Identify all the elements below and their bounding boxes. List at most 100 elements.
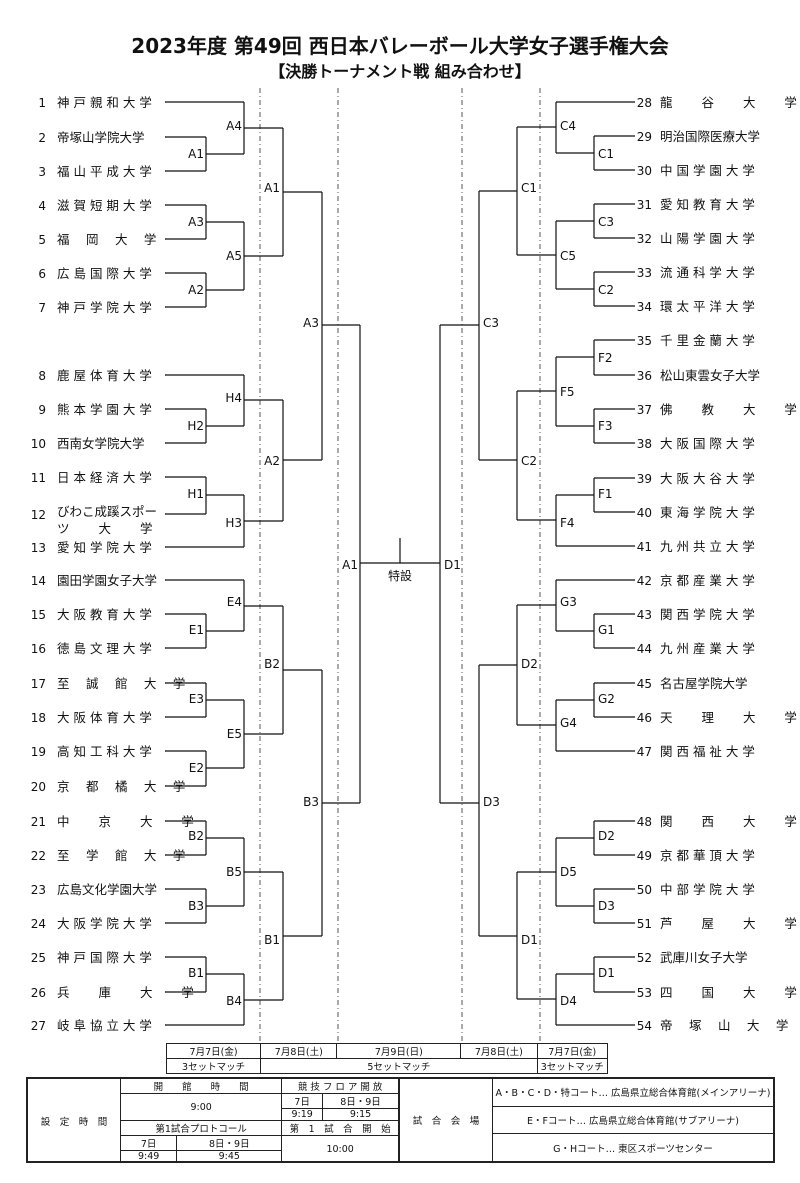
team-name: 大 阪 教 育 大 学	[57, 607, 152, 622]
team-number: 1	[38, 96, 46, 110]
team-name: 関 西 大 学	[660, 814, 797, 829]
team-name: 千 里 金 蘭 大 学	[660, 333, 755, 348]
protocol-day2: 8日・9日	[176, 1135, 283, 1151]
match-label: A1	[342, 558, 358, 572]
match-label: C2	[521, 454, 537, 468]
team-name: 龍 谷 大 学	[660, 95, 797, 110]
team-number: 19	[31, 745, 46, 759]
match-label: D3	[598, 899, 615, 913]
team-number: 17	[31, 677, 46, 691]
team-name: 帝 塚 山 大 学	[660, 1018, 788, 1033]
team-number: 31	[637, 198, 652, 212]
team-number: 49	[637, 849, 652, 863]
match-label: A1	[264, 181, 280, 195]
team-name: 山 陽 学 園 大 学	[660, 231, 755, 246]
team-number: 39	[637, 472, 652, 486]
team-name: 京 都 橘 大 学	[57, 779, 185, 794]
match-label: B5	[226, 865, 242, 879]
final-court-label: 特設	[388, 568, 412, 583]
team-number: 33	[637, 266, 652, 280]
team-number: 16	[31, 642, 46, 656]
team-name: 愛 知 学 院 大 学	[57, 540, 152, 555]
team-number: 28	[637, 96, 652, 110]
team-name: 至 学 館 大 学	[57, 848, 185, 863]
schedule-date-center: 7月9日(日)	[336, 1043, 462, 1059]
match-label: C1	[521, 181, 537, 195]
team-number: 8	[38, 369, 46, 383]
team-number: 24	[31, 917, 46, 931]
match-label: F5	[560, 385, 575, 399]
team-name: 中 国 学 園 大 学	[660, 163, 755, 178]
team-number: 43	[637, 608, 652, 622]
match-label: A5	[226, 249, 242, 263]
team-number: 15	[31, 608, 46, 622]
team-name: 岐 阜 協 立 大 学	[57, 1018, 152, 1033]
team-name: ツ 大 学	[57, 521, 152, 536]
match-label: A3	[303, 316, 319, 330]
match-label: D1	[444, 558, 461, 572]
venue-main: A・B・C・D・特コート… 広島県立総合体育館(メインアリーナ)	[492, 1078, 774, 1107]
match-label: C5	[560, 249, 576, 263]
team-number: 46	[637, 711, 652, 725]
match-label: D4	[560, 994, 577, 1008]
team-number: 34	[637, 300, 652, 314]
protocol-time2: 9:45	[176, 1150, 283, 1163]
match-label: E2	[189, 761, 204, 775]
team-name: 高 知 工 科 大 学	[57, 744, 152, 759]
floor-day2: 8日・9日	[322, 1093, 399, 1109]
floor-time1: 9:19	[281, 1108, 324, 1121]
team-name: 熊 本 学 園 大 学	[57, 402, 152, 417]
team-name: 徳 島 文 理 大 学	[57, 641, 152, 656]
team-number: 36	[637, 369, 652, 383]
team-name: 名古屋学院大学	[660, 676, 748, 691]
team-name: 日 本 経 済 大 学	[57, 470, 152, 485]
opening-time: 9:00	[119, 1093, 283, 1121]
venue-sub: E・Fコート… 広島県立総合体育館(サブアリーナ)	[492, 1105, 774, 1135]
team-name: 松山東雲女子大学	[660, 368, 760, 383]
schedule-date-left-r2: 7月8日(土)	[260, 1043, 338, 1059]
team-number: 45	[637, 677, 652, 691]
team-name: 四 国 大 学	[660, 985, 797, 1000]
team-number: 47	[637, 745, 652, 759]
match-label: E1	[189, 623, 204, 637]
team-name: 武庫川女子大学	[660, 950, 748, 965]
match-label: F2	[598, 351, 613, 365]
team-name: びわこ成蹊スポー	[57, 504, 157, 519]
match-label: D5	[560, 865, 577, 879]
team-number: 12	[31, 508, 46, 522]
page-subtitle: 【決勝トーナメント戦 組み合わせ】	[269, 62, 531, 81]
team-number: 18	[31, 711, 46, 725]
team-number: 41	[637, 540, 652, 554]
team-name: 福 岡 大 学	[57, 232, 156, 247]
team-number: 48	[637, 815, 652, 829]
team-name: 滋 賀 短 期 大 学	[57, 198, 152, 213]
team-number: 32	[637, 232, 652, 246]
match-label: G3	[560, 595, 577, 609]
team-number: 40	[637, 506, 652, 520]
match-label: C2	[598, 283, 614, 297]
team-number: 7	[38, 301, 46, 315]
team-name: 九 州 産 業 大 学	[660, 641, 755, 656]
venue-east: G・Hコート… 東区スポーツセンター	[492, 1133, 774, 1162]
protocol-label: 第1試合プロトコール	[119, 1120, 283, 1136]
protocol-day1: 7日	[119, 1135, 178, 1151]
team-name: 京 都 産 業 大 学	[660, 573, 755, 588]
team-number: 35	[637, 334, 652, 348]
schedule-date-right-r1: 7月7日(金)	[536, 1043, 609, 1059]
team-name: 九 州 共 立 大 学	[660, 539, 755, 554]
settings-label: 設 定 時 間	[27, 1078, 121, 1163]
match-label: G4	[560, 716, 577, 730]
match-label: B2	[264, 657, 280, 671]
match-label: B3	[188, 899, 204, 913]
team-number: 30	[637, 164, 652, 178]
protocol-time1: 9:49	[119, 1150, 178, 1163]
team-name: 広 島 国 際 大 学	[57, 266, 152, 281]
team-name: 京 都 華 頂 大 学	[660, 848, 755, 863]
team-number: 44	[637, 642, 652, 656]
venue-table: 試 合 会 場 A・B・C・D・特コート… 広島県立総合体育館(メインアリーナ)…	[399, 1078, 774, 1162]
match-label: H4	[225, 391, 242, 405]
team-name: 園田学園女子大学	[57, 573, 157, 588]
team-number: 25	[31, 951, 46, 965]
team-number: 20	[31, 780, 46, 794]
match-label: B1	[188, 966, 204, 980]
